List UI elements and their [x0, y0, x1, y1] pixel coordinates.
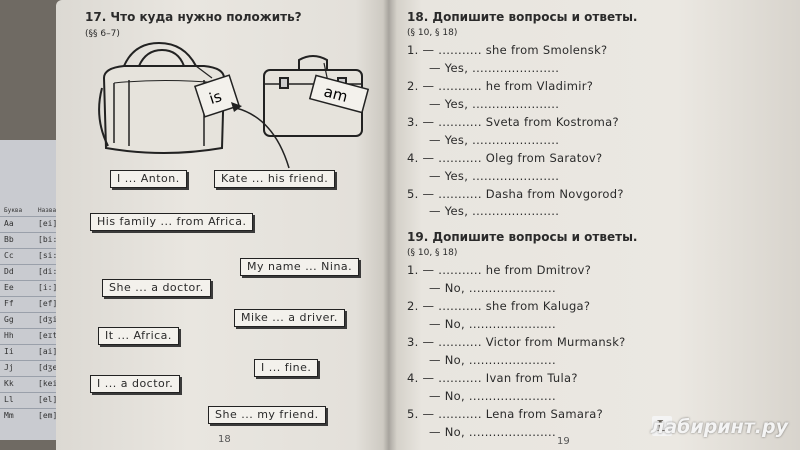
sentence-card[interactable]: I ... a doctor. [90, 375, 181, 393]
sentence-card[interactable]: She ... a doctor. [102, 279, 211, 297]
alphabet-table-header: Буква Назва [0, 204, 68, 217]
exercise-19-reference: (§ 10, § 18) [407, 248, 458, 258]
alphabet-name: [ef] [38, 299, 58, 308]
alphabet-row: Ii [ai] [0, 344, 68, 358]
answer-line[interactable]: — No, ...................... [429, 425, 556, 439]
alphabet-letter: Ee [4, 283, 14, 292]
alphabet-letter: Dd [4, 267, 14, 276]
alphabet-letter: Kk [4, 379, 14, 388]
alphabet-letter: Gg [4, 315, 14, 324]
labirint-logo-icon: L [652, 416, 672, 436]
question-line: 2. — ........... she from Kaluga? [407, 299, 591, 313]
alphabet-row: Kk [kei] [0, 376, 68, 390]
book-gutter [383, 0, 397, 450]
answer-line[interactable]: — Yes, ...................... [429, 133, 560, 147]
exercise-17-title: 17. Что куда нужно положить? [85, 10, 302, 24]
question-line: 4. — ........... Ivan from Tula? [407, 371, 578, 385]
alphabet-letter: Cc [4, 251, 14, 260]
alphabet-letter: Bb [4, 235, 14, 244]
alphabet-row: Ff [ef] [0, 296, 68, 310]
alphabet-row: Hh [eɪtʃ] [0, 328, 68, 342]
page-number-left: 18 [218, 434, 231, 445]
suitcase-tag-card: am [308, 62, 370, 114]
bag-and-suitcase-illustration: is am [98, 41, 370, 169]
alphabet-row: Aa [ei] [0, 216, 68, 230]
alphabet-name: [ei] [38, 219, 58, 228]
workbook-page-left: 17. Что куда нужно положить? (§§ 6–7) is [56, 0, 389, 450]
alphabet-name: [dʒi:] [38, 315, 67, 324]
alphabet-name: [em] [38, 411, 58, 420]
exercise-19-title: 19. Допишите вопросы и ответы. [407, 230, 638, 244]
arrow-icon [235, 107, 290, 169]
sentence-card[interactable]: It ... Africa. [98, 327, 179, 345]
answer-line[interactable]: — Yes, ...................... [429, 61, 560, 75]
question-line: 5. — ........... Dasha from Novgorod? [407, 187, 624, 201]
alphabet-row: Bb [bi:] [0, 232, 68, 246]
alphabet-name: [bi:] [38, 235, 63, 244]
page-number-right: 19 [557, 436, 570, 447]
answer-line[interactable]: — Yes, ...................... [429, 97, 560, 111]
alphabet-letter: Jj [4, 363, 14, 372]
alphabet-header-letter: Буква [4, 207, 23, 214]
bag-tag-card: is [193, 65, 241, 118]
alphabet-row: Jj [dʒei] [0, 360, 68, 374]
alphabet-name: [ai] [38, 347, 58, 356]
alphabet-name: [si:] [38, 251, 63, 260]
question-line: 1. — ........... he from Dmitrov? [407, 263, 592, 277]
answer-line[interactable]: — No, ...................... [429, 317, 556, 331]
exercise-18-reference: (§ 10, § 18) [407, 28, 458, 38]
sentence-card[interactable]: I ... Anton. [110, 170, 187, 188]
exercise-18-title: 18. Допишите вопросы и ответы. [407, 10, 638, 24]
alphabet-letter: Aa [4, 219, 14, 228]
answer-line[interactable]: — Yes, ...................... [429, 204, 560, 218]
question-line: 2. — ........... he from Vladimir? [407, 79, 594, 93]
alphabet-letter: Ff [4, 299, 14, 308]
labirint-watermark: лабиринт.ру [650, 416, 788, 438]
question-line: 5. — ........... Lena from Samara? [407, 407, 604, 421]
sentence-card[interactable]: Kate ... his friend. [214, 170, 336, 188]
answer-line[interactable]: — No, ...................... [429, 353, 556, 367]
alphabet-letter: Hh [4, 331, 14, 340]
alphabet-letter: Ii [4, 347, 14, 356]
answer-line[interactable]: — Yes, ...................... [429, 169, 560, 183]
alphabet-row: Gg [dʒi:] [0, 312, 68, 326]
answer-line[interactable]: — No, ...................... [429, 389, 556, 403]
bag-tag-label: is [207, 87, 224, 108]
alphabet-name: [eɪtʃ] [38, 331, 67, 340]
alphabet-header-name: Назва [38, 207, 57, 214]
answer-line[interactable]: — No, ...................... [429, 281, 556, 295]
alphabet-row: Mm [em] [0, 408, 68, 422]
question-line: 4. — ........... Oleg from Saratov? [407, 151, 603, 165]
question-line: 3. — ........... Victor from Murmansk? [407, 335, 626, 349]
alphabet-name: [i:] [38, 283, 58, 292]
suitcase-tag-label: am [322, 82, 350, 106]
alphabet-row: Dd [di:] [0, 264, 68, 278]
alphabet-name: [dʒei] [38, 363, 67, 372]
question-line: 3. — ........... Sveta from Kostroma? [407, 115, 619, 129]
exercise-17-reference: (§§ 6–7) [85, 29, 120, 39]
sentence-card[interactable]: She ... my friend. [208, 406, 326, 424]
alphabet-row: Ll [el] [0, 392, 68, 406]
alphabet-row: Cc [si:] [0, 248, 68, 262]
alphabet-row: Ee [i:] [0, 280, 68, 294]
alphabet-name: [kei] [38, 379, 63, 388]
alphabet-letter: Mm [4, 411, 14, 420]
sentence-card[interactable]: My name ... Nina. [240, 258, 360, 276]
sentence-card[interactable]: His family ... from Africa. [90, 213, 254, 231]
question-line: 1. — ........... she from Smolensk? [407, 43, 608, 57]
alphabet-name: [di:] [38, 267, 63, 276]
alphabet-name: [el] [38, 395, 58, 404]
sentence-card[interactable]: I ... fine. [254, 359, 319, 377]
workbook-page-right: 18. Допишите вопросы и ответы. (§ 10, § … [389, 0, 800, 450]
alphabet-letter: Ll [4, 395, 14, 404]
sentence-card[interactable]: Mike ... a driver. [234, 309, 345, 327]
